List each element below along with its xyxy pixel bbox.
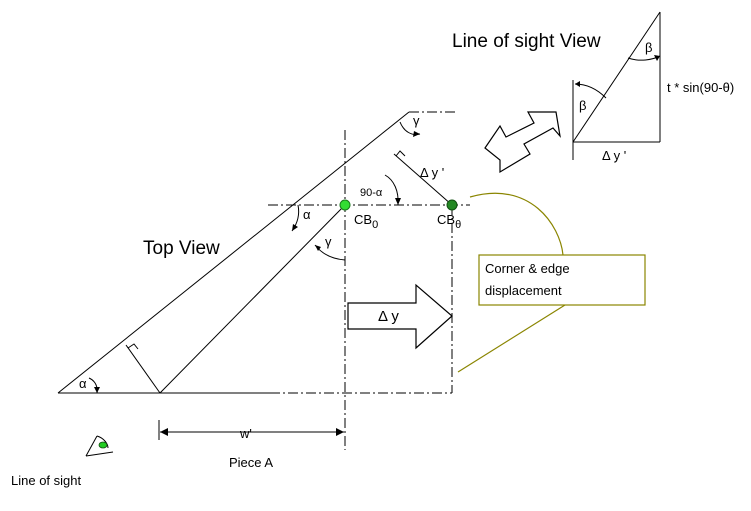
delta-y-prime-label: Δ y '	[420, 165, 444, 180]
main-hypotenuse	[57, 111, 410, 394]
callout-line1: Corner & edge	[485, 261, 570, 276]
inset-t-sin-label: t * sin(90-θ)	[667, 80, 734, 95]
w-prime-right-arrowhead	[336, 428, 344, 436]
eye-upper-lid	[85, 435, 98, 457]
line-of-sight-view-title: Line of sight View	[452, 31, 601, 52]
eye-iris	[98, 441, 108, 449]
delta-y-label: Δ y	[378, 308, 399, 325]
left-right-angle-mark	[127, 343, 139, 350]
ninety-minus-alpha-arrowhead	[395, 198, 401, 205]
inset-beta-left-arrowhead	[575, 81, 580, 87]
cbtheta-label: CBθ	[437, 212, 461, 231]
alpha-left-arrowhead	[94, 387, 100, 393]
callout-line2: displacement	[485, 283, 562, 298]
callout-box	[478, 254, 646, 306]
alpha-left-label: α	[79, 376, 87, 391]
top-view-geometry	[57, 111, 470, 450]
upper-right-angle-mark	[395, 150, 406, 157]
alpha-corner-arrowhead	[292, 224, 298, 231]
inset-beta-left-label: β	[579, 98, 586, 113]
line-of-sight-label: Line of sight	[11, 473, 81, 488]
callout-curve	[469, 192, 564, 256]
upper-perpendicular	[393, 153, 453, 206]
left-perpendicular	[125, 344, 161, 394]
inset-beta-top-arrowhead	[654, 55, 660, 61]
w-prime-label: w'	[239, 426, 252, 441]
line-of-sight-view-inset: β β t * sin(90-θ) Δ y '	[572, 11, 734, 163]
gamma-top-arrowhead	[413, 131, 420, 137]
eye-ball-curve	[96, 435, 109, 449]
inset-hypotenuse	[572, 11, 661, 143]
inner-diagonal	[159, 204, 346, 394]
gamma-mid-arrowhead	[315, 245, 321, 251]
double-headed-arrow	[484, 111, 561, 174]
piece-a-label: Piece A	[229, 455, 273, 470]
alpha-corner-label: α	[303, 207, 311, 222]
eye-lower-lid	[85, 451, 114, 457]
inset-delta-y-prime-label: Δ y '	[602, 148, 626, 163]
callout-pointer-line	[457, 304, 566, 373]
cb0-label: CB0	[354, 212, 378, 231]
inset-beta-top-label: β	[645, 40, 652, 55]
delta-y-arrow	[347, 283, 453, 350]
gamma-mid-label: γ	[325, 234, 332, 249]
top-view-title: Top View	[143, 238, 220, 259]
w-prime-left-arrowhead	[160, 428, 168, 436]
gamma-top-label: γ	[413, 113, 420, 128]
cb0-point	[339, 199, 351, 211]
cbtheta-point	[446, 199, 458, 211]
eye-icon	[85, 435, 114, 457]
ninety-minus-alpha-label: 90-α	[360, 187, 383, 199]
